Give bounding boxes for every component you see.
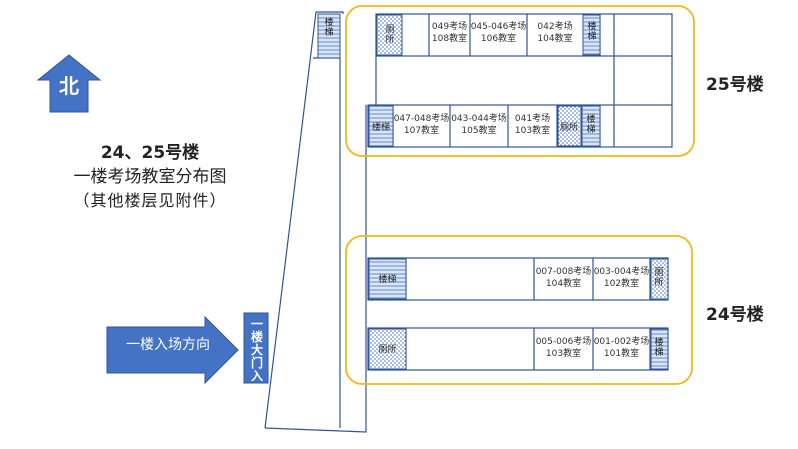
room-exam: 005-006考场 <box>535 337 592 347</box>
room-number: 104教室 <box>545 279 582 289</box>
map-title-line3: （其他楼层见附件） <box>73 191 227 210</box>
room-exam: 042考场 <box>537 22 573 32</box>
b25-bottom-stairs-2-label: 楼梯 <box>586 115 596 135</box>
room-exam: 041考场 <box>514 114 551 124</box>
room-number: 106教室 <box>480 34 517 44</box>
b25-bottom-restroom-label: 厕所 <box>559 123 578 133</box>
room-number: 103教室 <box>545 349 582 359</box>
b24-bottom-restroom-label: 厕所 <box>378 345 397 355</box>
room-number: 107教室 <box>403 126 440 136</box>
b25-top-restroom <box>376 14 403 56</box>
b25-top-stairs-label: 楼梯 <box>587 22 597 42</box>
room-exam: 003-004考场 <box>593 267 650 277</box>
room-number: 104教室 <box>537 34 573 44</box>
b24-top-stairs-label: 楼梯 <box>378 275 397 285</box>
room-049: 049考场 108教室 <box>429 21 470 45</box>
entry-direction-arrow-icon <box>106 315 239 385</box>
room-exam: 047-048考场 <box>393 114 450 124</box>
building-25-label: 25号楼 <box>706 75 764 95</box>
room-007-008: 007-008考场 104教室 <box>534 266 593 290</box>
room-exam: 001-002考场 <box>593 337 650 347</box>
map-title-line2: 一楼考场教室分布图 <box>73 167 227 187</box>
room-exam: 049考场 <box>431 22 468 32</box>
b25-bottom-restroom <box>557 105 582 147</box>
building-24-highlight <box>345 235 693 385</box>
b24-bottom-restroom <box>368 328 407 370</box>
room-number: 105教室 <box>461 126 497 136</box>
room-number: 108教室 <box>431 34 468 44</box>
room-047-048: 047-048考场 107教室 <box>393 113 450 137</box>
building-24-label: 24号楼 <box>706 305 764 325</box>
b25-bottom-stairs-label: 楼梯 <box>371 123 390 133</box>
north-label: 北 <box>59 74 79 98</box>
gate-label: 一楼大门入口 <box>250 317 263 396</box>
building-25-highlight <box>345 5 695 157</box>
b25-bottom-stairs <box>368 105 394 147</box>
room-001-002: 001-002考场 101教室 <box>593 336 650 360</box>
b24-top-restroom-label: 厕所 <box>654 268 664 288</box>
room-number: 103教室 <box>514 126 551 136</box>
walkway-stairs <box>317 13 341 59</box>
b25-bottom-stairs-2 <box>581 105 601 147</box>
walkway-stairs-label: 楼梯 <box>324 18 334 38</box>
room-number: 102教室 <box>603 279 640 289</box>
b24-bottom-stairs-label: 楼梯 <box>654 338 664 358</box>
b24-top-restroom <box>650 258 669 300</box>
north-arrow-icon <box>36 54 102 113</box>
room-003-004: 003-004考场 102教室 <box>593 266 650 290</box>
room-043-044: 043-044考场 105教室 <box>450 113 508 137</box>
b25-top-stairs <box>582 14 601 56</box>
gate-box <box>243 312 269 384</box>
walkway-outline <box>264 11 367 433</box>
room-exam: 043-044考场 <box>451 114 507 124</box>
map-title-line1: 24、25号楼 <box>100 143 200 163</box>
room-exam: 045-046考场 <box>470 22 527 32</box>
b25-top-restroom-label: 厕所 <box>385 25 395 45</box>
b24-bottom-stairs <box>650 328 669 370</box>
b24-top-stairs <box>368 258 407 300</box>
room-exam: 007-008考场 <box>535 267 592 277</box>
entry-direction-label: 一楼入场方向 <box>126 337 210 353</box>
room-number: 101教室 <box>603 349 640 359</box>
room-045-046: 045-046考场 106教室 <box>470 21 527 45</box>
room-041: 041考场 103教室 <box>508 113 557 137</box>
room-042: 042考场 104教室 <box>527 21 583 45</box>
room-005-006: 005-006考场 103教室 <box>534 336 593 360</box>
